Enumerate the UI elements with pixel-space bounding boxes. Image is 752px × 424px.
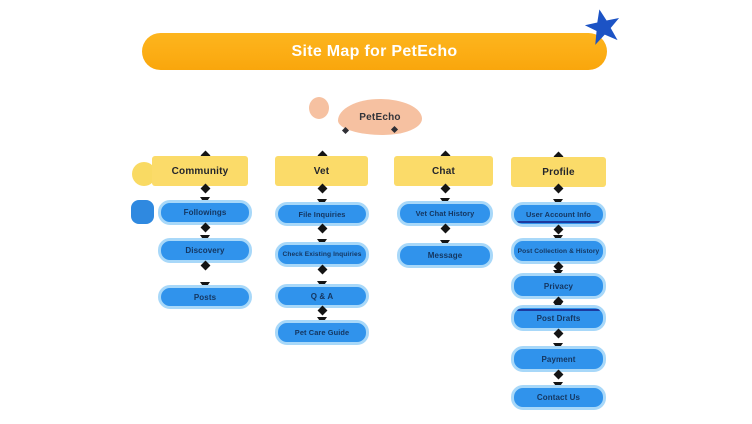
root-node: PetEcho (338, 99, 422, 135)
node-label: Message (427, 251, 463, 260)
node-label: User Account Info (525, 210, 592, 219)
node-label: Post Drafts (536, 313, 581, 323)
node-label: Vet Chat History (415, 209, 475, 218)
page-title: Site Map for PetEcho (291, 42, 458, 60)
node-pill-posts: Posts (158, 285, 252, 309)
node-label: Discovery (185, 246, 225, 255)
node-label: Privacy (543, 281, 574, 291)
node-label: Q & A (310, 291, 334, 301)
title-banner: Site Map for PetEcho (142, 33, 607, 70)
node-label: File Inquiries (298, 209, 346, 219)
node-pill-user-account-info: User Account Info (511, 202, 606, 227)
category-header-chat: Chat (394, 156, 493, 186)
node-label: Pet Care Guide (294, 328, 350, 337)
node-pill-post-drafts: Post Drafts (511, 305, 606, 331)
node-pill-pet-care-guide: Pet Care Guide (275, 320, 369, 345)
category-label: Vet (313, 165, 330, 177)
blue-blob-decor (131, 200, 154, 224)
node-label: Followings (183, 208, 227, 217)
node-label: Post Collection & History (517, 247, 600, 255)
node-label: Check Existing Inquiries (282, 251, 362, 258)
node-pill-followings: Followings (158, 200, 252, 225)
category-label: Profile (542, 166, 575, 178)
root-label: PetEcho (359, 111, 401, 123)
node-pill-payment: Payment (511, 346, 606, 372)
node-pill-privacy: Privacy (511, 273, 606, 299)
accent-line (517, 221, 600, 223)
node-pill-message: Message (397, 243, 493, 268)
category-header-community: Community (152, 156, 248, 186)
category-label: Chat (431, 165, 456, 177)
node-pill-contact-us: Contact Us (511, 385, 606, 410)
category-header-profile: Profile (511, 157, 606, 187)
node-label: Contact Us (536, 393, 581, 402)
node-label: Posts (193, 292, 217, 302)
peach-circle-decor (309, 97, 329, 119)
star-icon (584, 9, 620, 45)
accent-line (517, 309, 600, 311)
node-pill-post-collection-history: Post Collection & History (511, 238, 606, 264)
category-label: Community (171, 165, 229, 177)
node-label: Payment (541, 354, 576, 364)
category-header-vet: Vet (275, 156, 368, 186)
